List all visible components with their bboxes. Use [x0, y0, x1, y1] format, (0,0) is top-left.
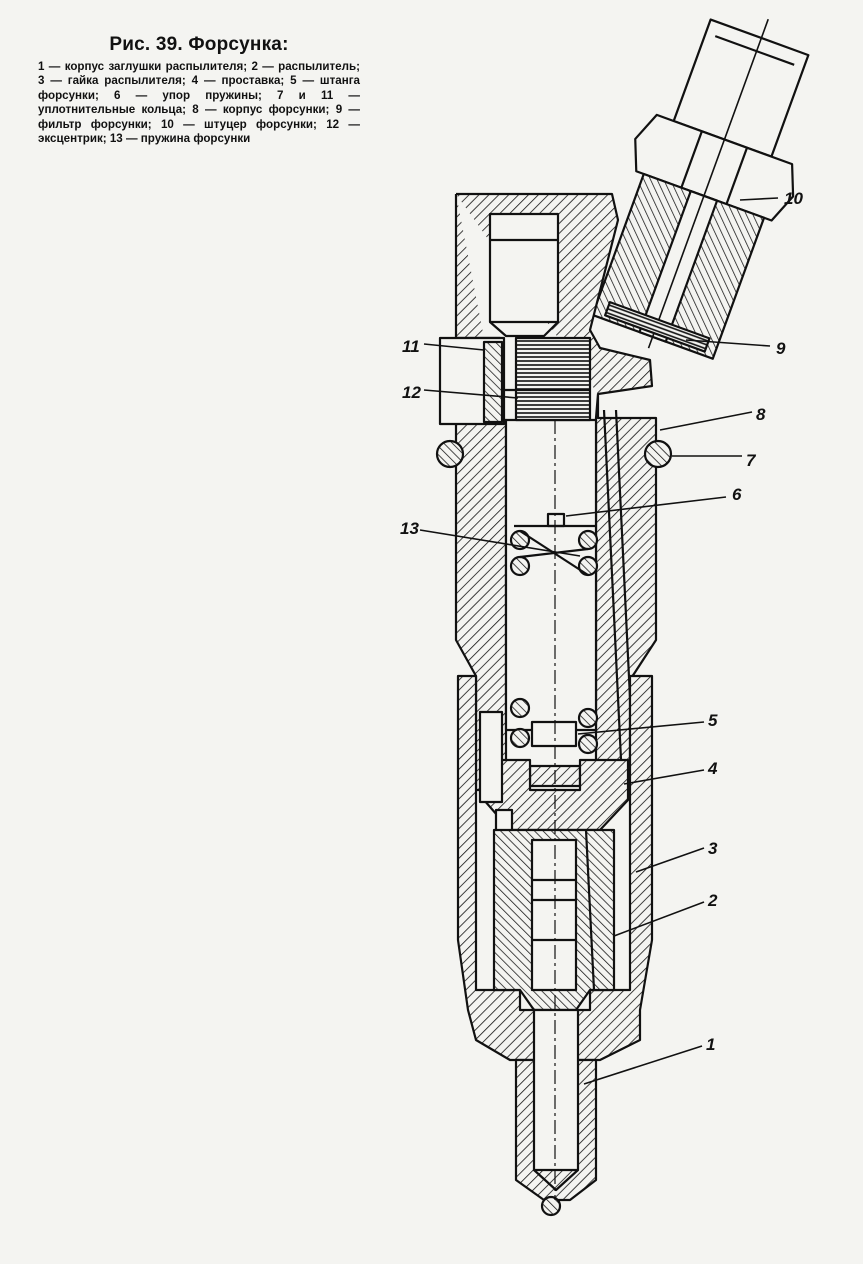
label-6: 6: [732, 485, 742, 504]
legend-item-10: 10 — штуцер форсунки;: [160, 117, 327, 131]
legend-item-5: 5 — штанга форсунки;: [38, 74, 361, 102]
label-13: 13: [400, 519, 419, 538]
label-3: 3: [708, 839, 718, 858]
leader-11: [423, 343, 485, 351]
label-5: 5: [708, 711, 718, 730]
spring-part-13: [509, 529, 599, 755]
leader-13: [419, 529, 581, 557]
label-9: 9: [776, 339, 786, 358]
leader-1: [583, 1045, 703, 1085]
leader-8: [659, 411, 753, 431]
label-11: 11: [402, 337, 420, 356]
legend-item-2: 2 — распылитель;: [251, 60, 360, 73]
label-8: 8: [756, 405, 766, 424]
leader-2: [613, 901, 705, 937]
legend-item-1: 1 — корпус заглушки распылителя;: [38, 60, 252, 73]
label-2: 2: [707, 891, 718, 910]
o-ring-part-7-left: [435, 439, 465, 469]
legend-item-6: 6 — упор пружины;: [114, 88, 278, 102]
legend-item-7-11: 7 и 11 — уплотнительные кольца;: [38, 88, 360, 117]
leader-4: [623, 769, 705, 785]
legend-item-13: 13 — пружина форсунки: [109, 132, 251, 146]
nozzle-part-2: [492, 828, 616, 1012]
eccentric-part-12: [438, 336, 592, 426]
leader-6: [565, 496, 727, 517]
fitting-part-10: [591, 18, 810, 360]
leader-12: [423, 389, 519, 399]
leader-10: [739, 197, 779, 201]
leader-3: [635, 847, 705, 873]
label-7: 7: [746, 451, 757, 470]
figure-caption: Рис. 39. Форсунка: 1 — корпус заглушки р…: [38, 34, 360, 146]
legend-item-12: 12 — эксцентрик;: [38, 117, 360, 146]
legend-item-3: 3 — гайка распылителя;: [38, 74, 192, 88]
legend-item-4: 4 — проставка;: [191, 74, 291, 88]
nozzle-cap-part-1: [514, 1008, 598, 1217]
label-10: 10: [784, 189, 803, 208]
legend-item-8: 8 — корпус форсунки;: [192, 103, 336, 117]
leader-5: [577, 721, 705, 735]
label-12: 12: [402, 383, 421, 402]
o-ring-part-7-right: [643, 439, 673, 469]
leader-9: [685, 339, 771, 347]
caption-title: Рис. 39. Форсунка:: [109, 34, 289, 55]
legend-item-9: 9 — фильтр форсунки;: [38, 103, 360, 131]
label-1: 1: [706, 1035, 715, 1054]
caption-legend: 1 — корпус заглушки распылителя; 2 — рас…: [38, 60, 360, 146]
label-4: 4: [707, 759, 718, 778]
